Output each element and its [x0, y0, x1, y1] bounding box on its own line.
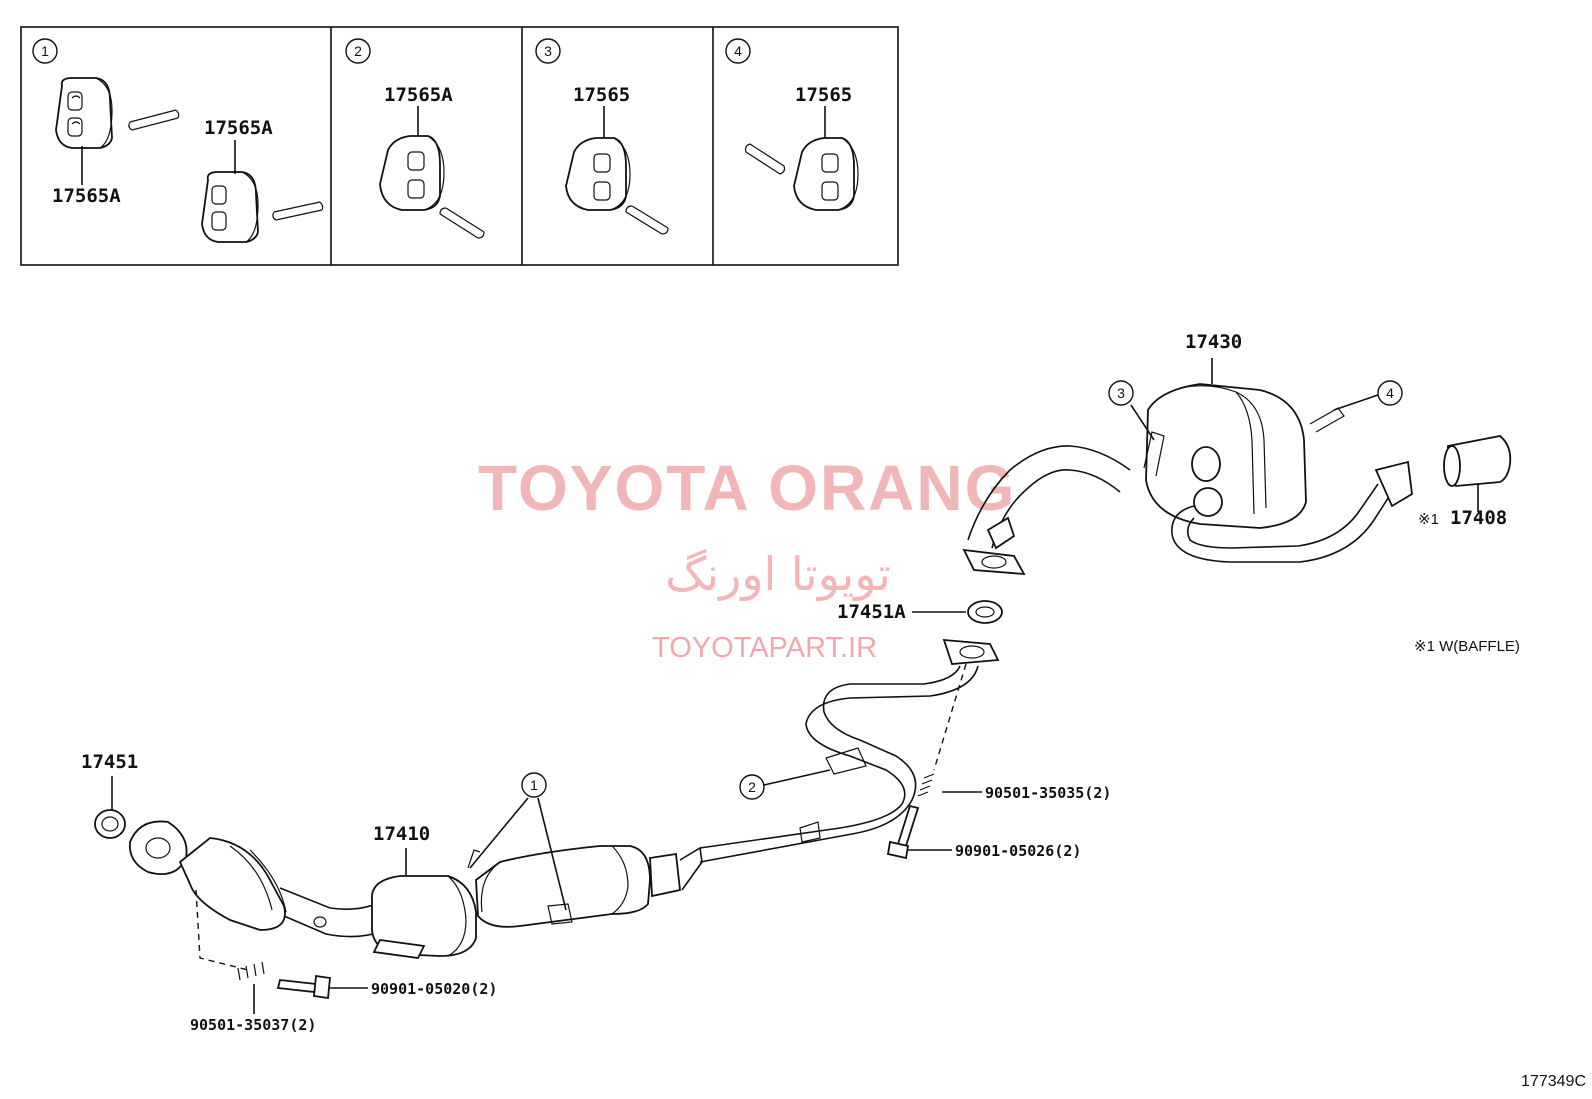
part-label-17410: 17410 [373, 823, 430, 845]
hanger-rod-icon [744, 143, 786, 175]
hanger-rod-icon [439, 207, 485, 239]
gasket-ring-icon [94, 809, 126, 839]
watermark-brand-farsi: تویوتا اورنگ [665, 547, 891, 602]
converter-front-pipe: 17451 17410 1 [81, 751, 703, 959]
panel-number: 3 [544, 43, 552, 59]
panel-number-circle [32, 38, 58, 64]
inset-panel-1: 1 17565A [32, 38, 324, 243]
tail-pipe-mark: ※1 [1418, 511, 1439, 528]
callout-circle-2 [739, 774, 765, 800]
spring-bolt-lower: 90501-35037(2) 90901-05020(2) [190, 889, 497, 1034]
bolt-icon [896, 804, 920, 848]
part-label-17565a: 17565A [204, 117, 273, 139]
part-label-17565: 17565 [573, 84, 630, 106]
callout-number-2: 2 [748, 779, 756, 795]
hanger-rubber-icon [793, 137, 859, 211]
panel-number-circle [725, 38, 751, 64]
panel-number-circle [535, 38, 561, 64]
part-label-17408: 17408 [1450, 507, 1507, 529]
part-label-90501-35035: 90501-35035(2) [985, 784, 1111, 802]
callout-circle-1 [521, 772, 547, 798]
panel-number: 4 [734, 43, 742, 59]
watermark-url: TOYOTAPART.IR [652, 632, 877, 664]
bolt-icon [276, 979, 318, 993]
part-label-90901-05020: 90901-05020(2) [371, 980, 497, 998]
callout-circle-4 [1377, 380, 1403, 406]
callout-number-3: 3 [1117, 385, 1125, 401]
callout-number-1: 1 [530, 777, 538, 793]
part-label-90901-05026: 90901-05026(2) [955, 842, 1081, 860]
hanger-inset-panel: 1 17565A [20, 26, 899, 266]
panel-number: 2 [354, 43, 362, 59]
hanger-rubber-icon [201, 171, 259, 243]
watermark-brand: TOYOTA ORANG [478, 452, 1016, 524]
hanger-rod-icon [272, 201, 324, 221]
hanger-rubber-icon [565, 137, 631, 211]
callout-circle-3 [1108, 380, 1134, 406]
hanger-rubber-icon [379, 135, 445, 211]
hanger-rod-icon [128, 109, 180, 131]
part-label-17565: 17565 [795, 84, 852, 106]
watermark: TOYOTA ORANG تویوتا اورنگ TOYOTAPART.IR [478, 452, 1016, 664]
diagram-code: 177349C [1521, 1073, 1586, 1090]
part-label-17451: 17451 [81, 751, 138, 773]
part-label-17451a: 17451A [837, 601, 906, 623]
inset-panel-3: 3 17565 [535, 38, 669, 235]
part-label-17565a: 17565A [52, 185, 121, 207]
part-label-90501-35037: 90501-35037(2) [190, 1016, 316, 1034]
compression-spring-icon [917, 773, 935, 797]
part-label-17565a: 17565A [384, 84, 453, 106]
tail-muffler-assembly: 17430 3 4 [962, 331, 1413, 576]
center-exhaust-pipe: 2 [699, 638, 1000, 863]
inset-panel-4: 4 17565 [725, 38, 859, 211]
spring-bolt-upper: 90501-35035(2) 90901-05026(2) [886, 663, 1111, 860]
inset-panel-2: 2 17565A [345, 38, 485, 239]
baffle-note: ※1 W(BAFFLE) [1414, 638, 1520, 655]
callout-number-4: 4 [1386, 385, 1394, 401]
compression-spring-icon [237, 961, 265, 981]
hanger-rod-icon [625, 205, 669, 235]
panel-number: 1 [41, 43, 49, 59]
part-label-17430: 17430 [1185, 331, 1242, 353]
gasket-17451a: 17451A [837, 600, 1003, 624]
hanger-rubber-icon [55, 77, 113, 149]
panel-number-circle [345, 38, 371, 64]
tail-pipe-17408: ※1 17408 [1418, 435, 1512, 529]
